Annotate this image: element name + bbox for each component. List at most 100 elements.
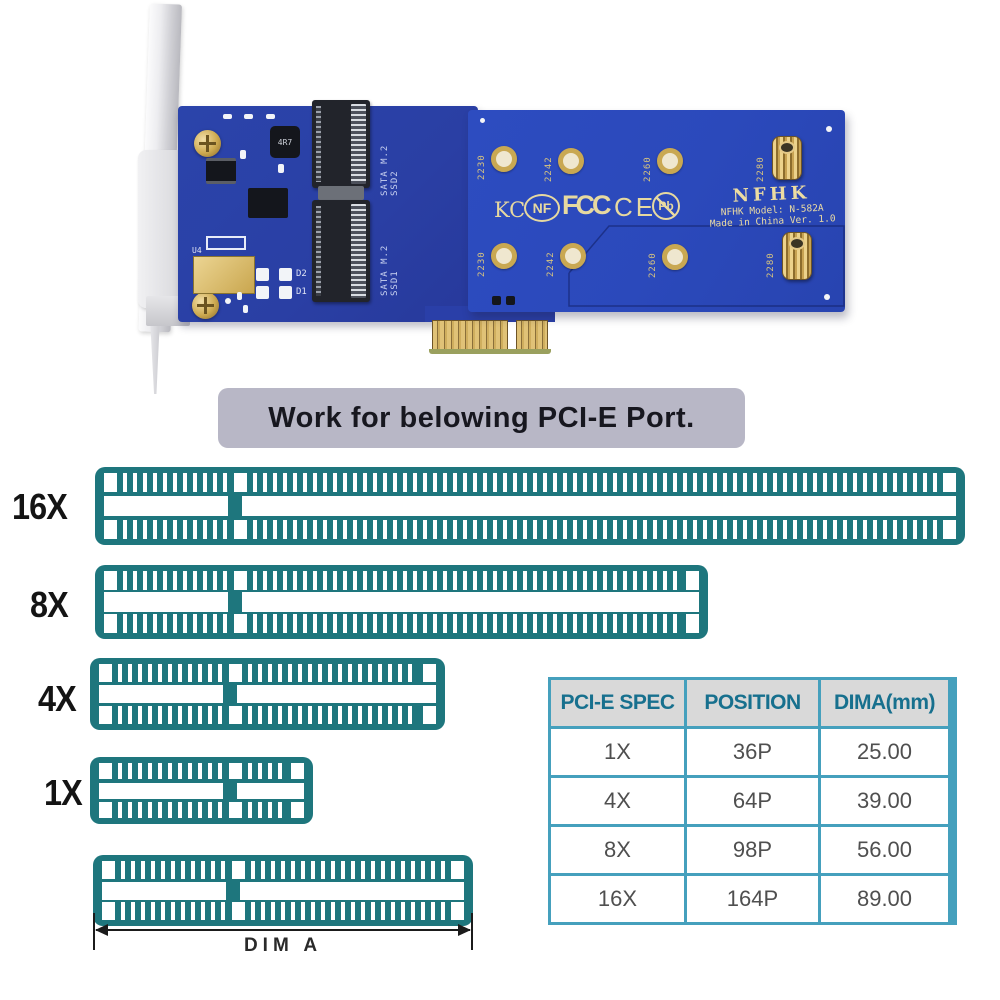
- ce-mark: CE: [614, 192, 657, 222]
- m2-pins: [351, 104, 366, 184]
- gold-fingers-right: [516, 320, 548, 350]
- table-cell: 164P: [687, 876, 818, 922]
- pb-free-mark: Pb: [652, 192, 680, 220]
- table-cell: 8X: [551, 827, 684, 873]
- screw-hole-2230-top: [491, 146, 517, 172]
- table-cell: 25.00: [821, 729, 948, 775]
- fcc-mark: FCC: [562, 190, 611, 220]
- d1-label: D1: [296, 287, 307, 297]
- u4-gold-pad: [193, 256, 255, 294]
- kc-mark: KC: [494, 198, 526, 222]
- inductor-label: 4R7: [277, 137, 293, 147]
- standoff-2280-bottom: [782, 232, 812, 280]
- dim-tick-left: [93, 913, 95, 950]
- dim-arrowhead-right: [458, 924, 471, 936]
- table-cell: 36P: [687, 729, 818, 775]
- m2-connector-ssd2: [312, 100, 370, 188]
- soic8-chip: [206, 158, 236, 184]
- pcie-spec-table: PCI-E SPEC POSITION DIMA(mm) 1X 36P 25.0…: [548, 677, 957, 925]
- qfn-chip: [248, 188, 288, 218]
- table-cell: 1X: [551, 729, 684, 775]
- silkscreen-trace: [568, 225, 845, 307]
- screw-hole-2242-top: [558, 148, 584, 174]
- table-cell: 64P: [687, 778, 818, 824]
- dim-tick-right: [471, 913, 473, 950]
- smd-d: [240, 150, 246, 159]
- screw-top: [194, 130, 221, 157]
- dim-a-label: DIM A: [243, 935, 323, 956]
- hole-label-2260-bottom: 2260: [648, 252, 658, 278]
- pcie-slot-dim-reference: [93, 855, 473, 926]
- table-cell: 39.00: [821, 778, 948, 824]
- dim-line: [96, 929, 470, 931]
- hole-label-2280-top: 2280: [756, 156, 766, 182]
- board-edge: [429, 349, 551, 354]
- table-cell: 89.00: [821, 876, 948, 922]
- silkscreen-box: [206, 236, 246, 250]
- m2-connector-ssd1: [312, 200, 370, 302]
- bracket-tail: [150, 326, 160, 394]
- slot-label-16x: 16X: [12, 486, 68, 527]
- smd-c: [266, 114, 275, 119]
- standoff-2280-top: [772, 136, 802, 180]
- screw-bottom: [192, 292, 219, 319]
- table-header-spec: PCI-E SPEC: [551, 680, 684, 726]
- smd-b: [244, 114, 253, 119]
- screw-hole-2230-bottom: [491, 243, 517, 269]
- banner-text: Work for belowing PCI-E Port.: [268, 401, 695, 434]
- hole-label-2230-top: 2230: [477, 154, 487, 180]
- banner: Work for belowing PCI-E Port.: [218, 388, 745, 448]
- hole-label-2242-bottom: 2242: [546, 251, 556, 277]
- brand-block: NFHK NFHK Model: N-582A Made in China Ve…: [695, 181, 849, 231]
- m2-mounting-plate: 2230 2242 2260 2280 2230 2242 2260 2280 …: [468, 110, 845, 312]
- via-dot: [225, 298, 231, 304]
- dim-a-measure: DIM A: [93, 910, 473, 958]
- smd-e: [278, 164, 284, 173]
- via-dot: [480, 118, 485, 123]
- hole-label-2280-bottom: 2280: [766, 252, 776, 278]
- screw-hole-2260-top: [657, 148, 683, 174]
- screw-hole-2242-bottom: [560, 243, 586, 269]
- nf-mark: NF: [524, 194, 560, 222]
- m2-pins-secondary: [316, 106, 321, 182]
- pcie-x1-edge-connector: [425, 306, 555, 354]
- smd-a: [223, 114, 232, 119]
- d2-label: D2: [296, 269, 307, 279]
- table-cell: 4X: [551, 778, 684, 824]
- smd-g: [243, 305, 248, 313]
- m2-ssd2-label: SATA M.2 SSD2: [380, 144, 400, 196]
- slot-label-4x: 4X: [38, 678, 77, 719]
- dim-arrowhead-left: [95, 924, 108, 936]
- slot-label-8x: 8X: [30, 584, 69, 625]
- smd-f: [237, 292, 242, 300]
- table-cell: 98P: [687, 827, 818, 873]
- hole-label-2230-bottom: 2230: [477, 251, 487, 277]
- table-cell: 56.00: [821, 827, 948, 873]
- m2-pins: [351, 204, 366, 298]
- table-header-position: POSITION: [687, 680, 818, 726]
- d1-pad-b: [279, 286, 292, 299]
- hole-label-2242-top: 2242: [544, 156, 554, 182]
- pcie-slot-16x: [95, 467, 965, 545]
- m2-ssd1-label: SATA M.2 SSD1: [380, 244, 400, 296]
- table-cell: 16X: [551, 876, 684, 922]
- d2-pad-b: [279, 268, 292, 281]
- pcie-slot-8x: [95, 565, 708, 639]
- micro-chip: [492, 296, 501, 305]
- pcie-slot-1x: [90, 757, 313, 824]
- m2-pins-secondary: [316, 206, 321, 296]
- via-dot: [824, 294, 830, 300]
- screw-hole-2260-bottom: [662, 244, 688, 270]
- gold-fingers-left: [432, 320, 508, 350]
- bracket-flange: [138, 150, 184, 308]
- table-header-dima: DIMA(mm): [821, 680, 948, 726]
- m2-connector-latch: [318, 186, 364, 200]
- d1-pad-a: [256, 286, 269, 299]
- pcie-slot-4x: [90, 658, 445, 730]
- micro-chip: [506, 296, 515, 305]
- u4-label: U4: [192, 246, 202, 255]
- power-inductor: 4R7: [270, 126, 300, 158]
- adapter-photo: 4R7 U4 D2 D1 SATA M.2 SSD2 SATA M.2 SSD1: [0, 0, 1000, 400]
- via-dot: [826, 126, 832, 132]
